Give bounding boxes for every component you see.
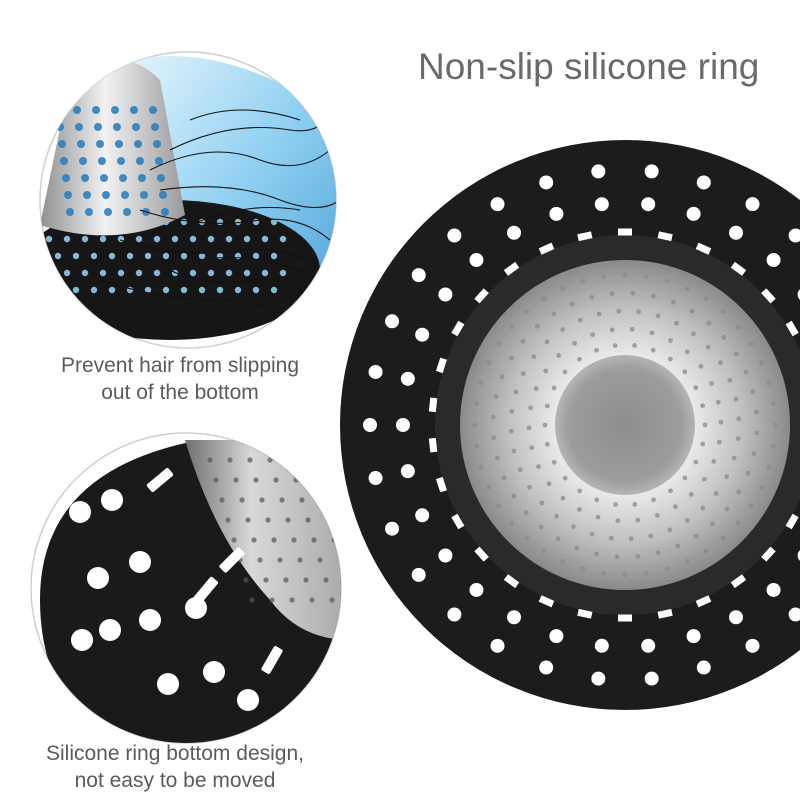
detail-hair-catching bbox=[39, 51, 337, 349]
steel-cone bbox=[40, 60, 185, 236]
basket-bottom bbox=[555, 355, 695, 495]
caption-line: Silicone ring bottom design, bbox=[46, 742, 304, 765]
page-title: Non-slip silicone ring bbox=[418, 46, 760, 87]
strainer-top-view bbox=[340, 140, 800, 710]
detail-ring-bottom bbox=[30, 432, 342, 744]
basket-perforations bbox=[472, 272, 778, 578]
caption-prevent-hair: Prevent hair from slipping out of the bo… bbox=[20, 352, 340, 406]
caption-line: not easy to be moved bbox=[74, 769, 276, 792]
caption-line: out of the bottom bbox=[101, 381, 259, 404]
ring-holes bbox=[363, 164, 800, 686]
caption-line: Prevent hair from slipping bbox=[60, 354, 300, 377]
caption-ring-bottom: Silicone ring bottom design, not easy to… bbox=[10, 740, 340, 794]
hair-strands bbox=[99, 109, 336, 321]
